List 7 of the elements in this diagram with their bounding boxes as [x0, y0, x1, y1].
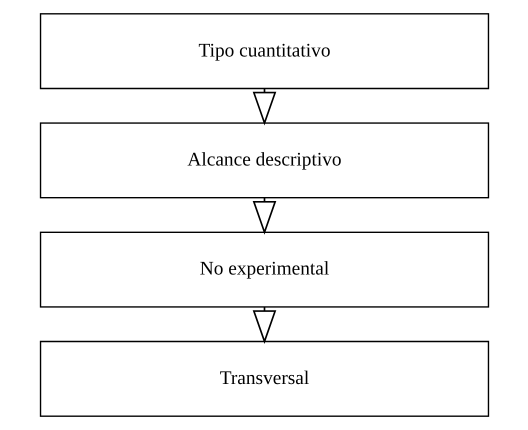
node-box: Alcance descriptivo — [39, 122, 489, 198]
node-box: Tipo cuantitativo — [39, 13, 489, 90]
node-box: No experimental — [39, 232, 489, 308]
arrow — [252, 88, 276, 126]
arrow — [252, 307, 276, 344]
arrow — [252, 198, 276, 235]
node-box: Transversal — [39, 340, 489, 417]
